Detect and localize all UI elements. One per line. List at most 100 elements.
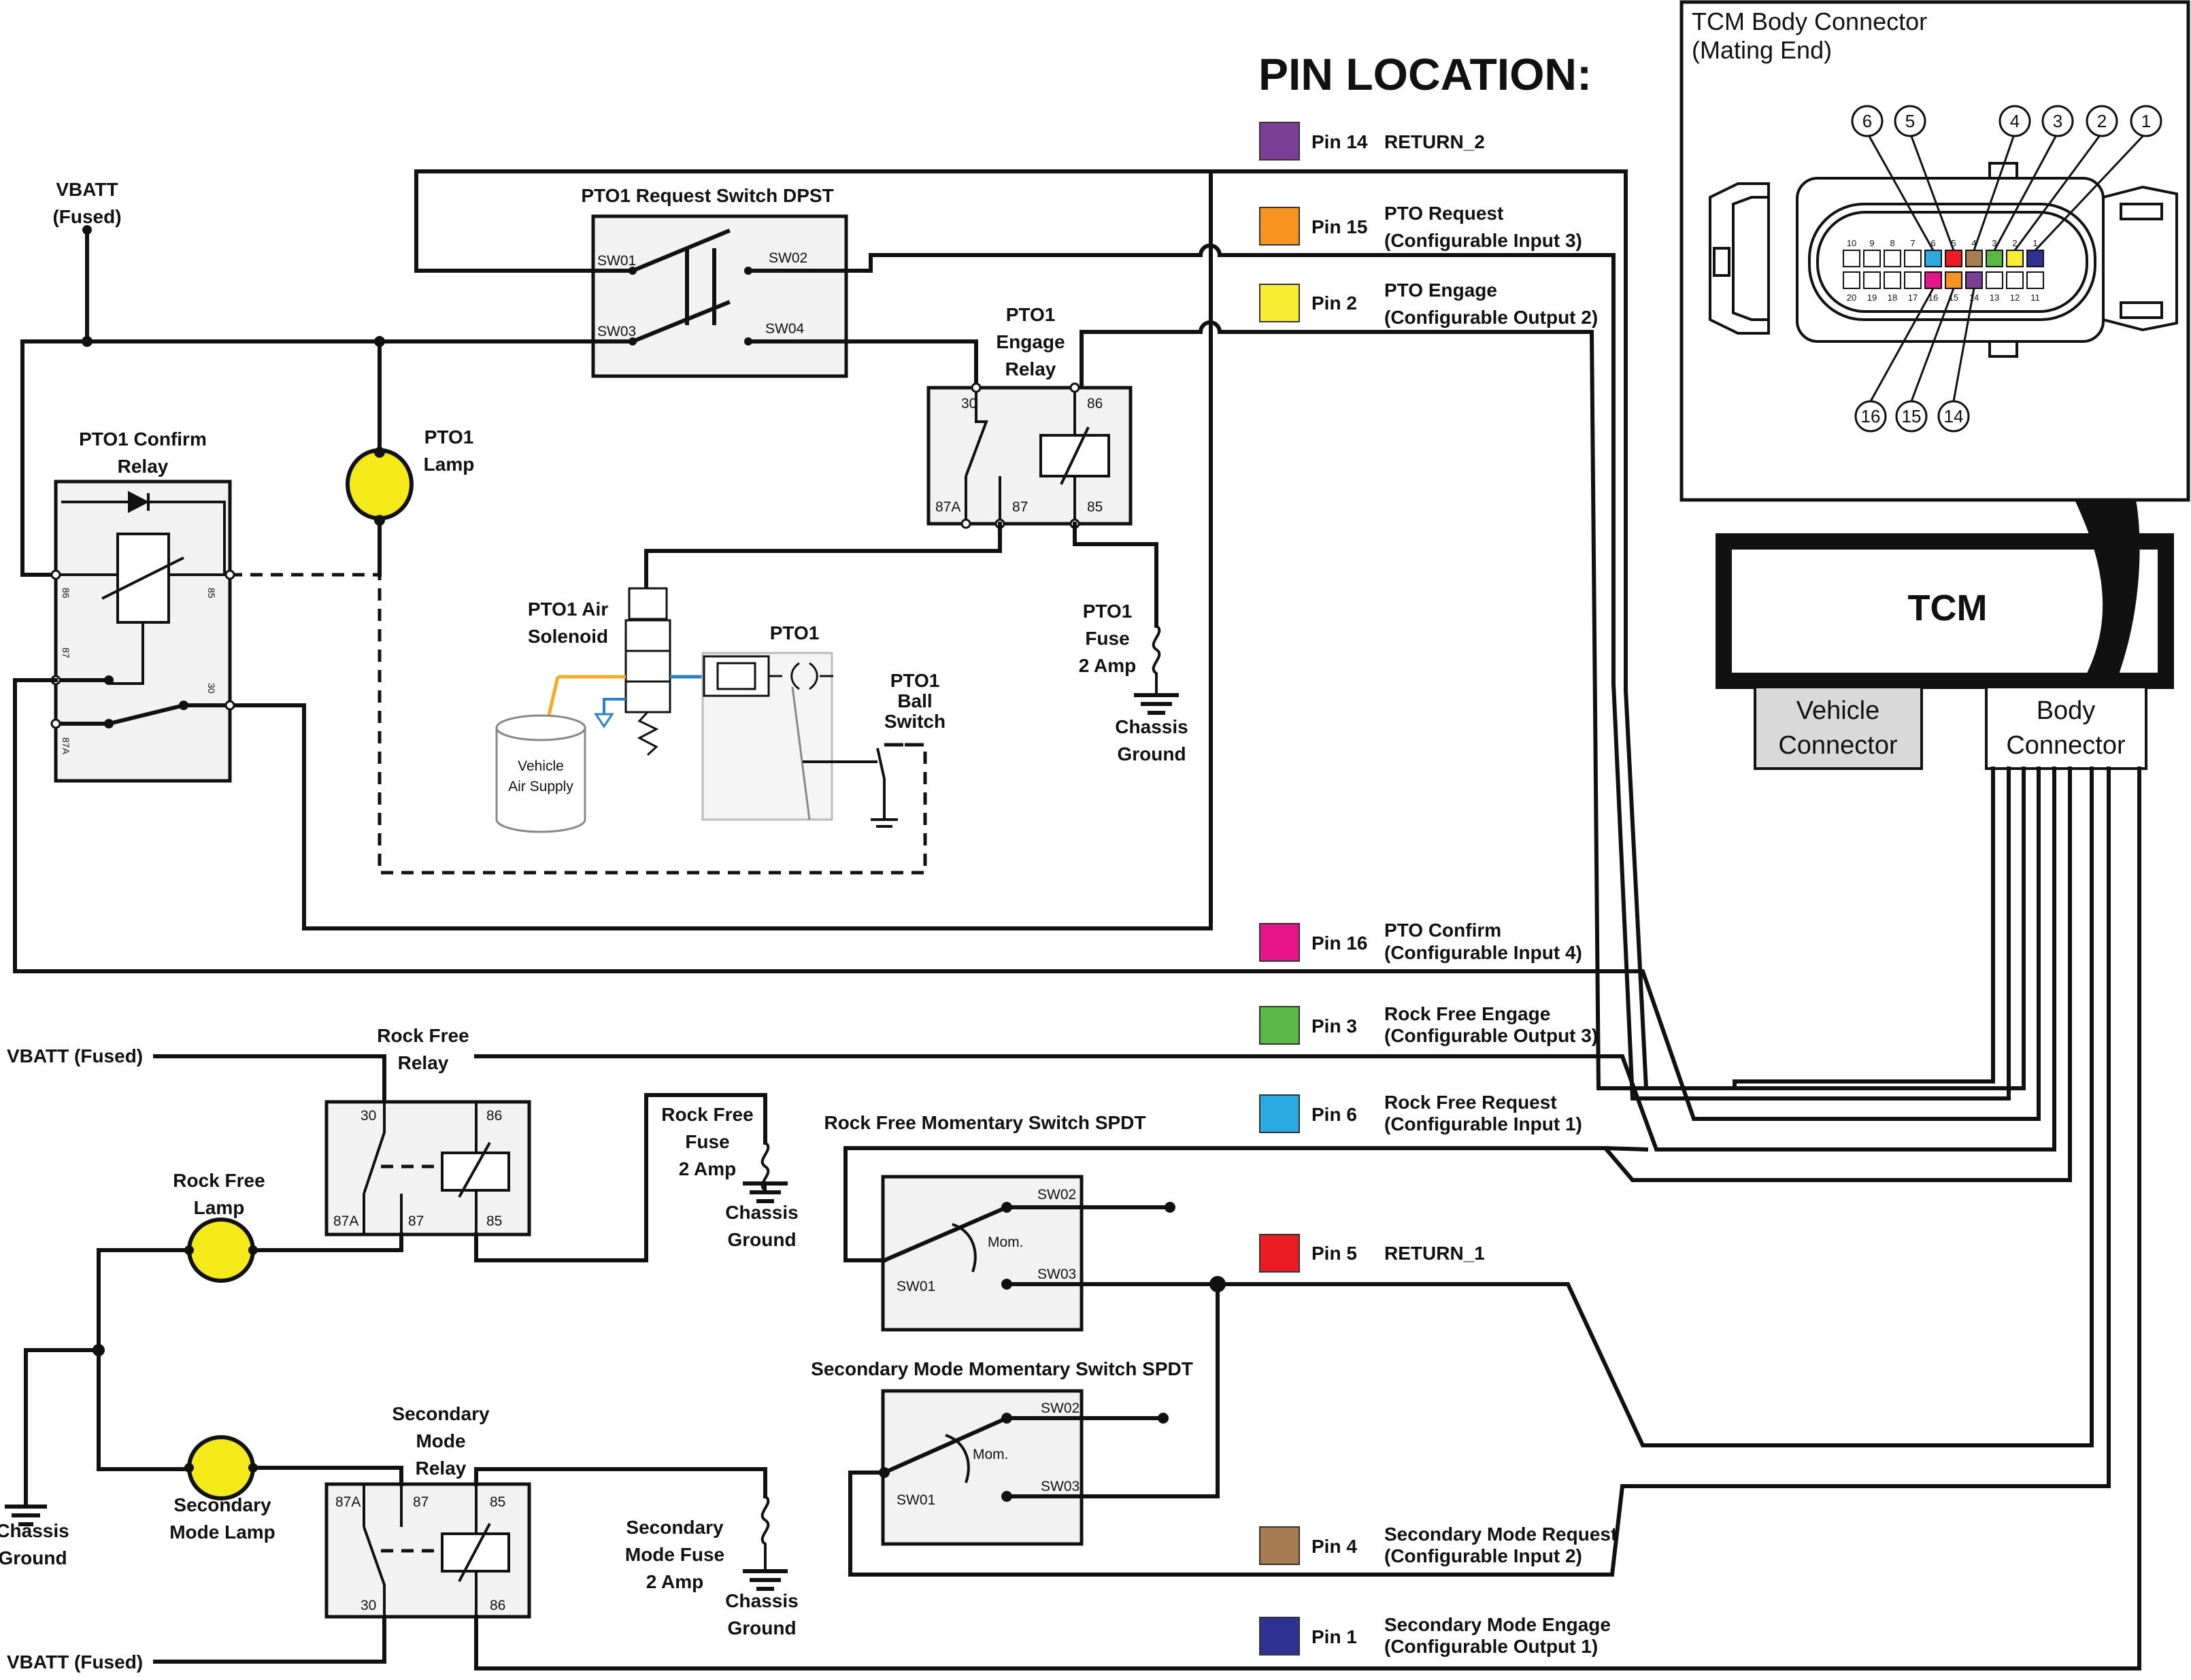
svg-text:Pin 5: Pin 5 <box>1311 1243 1357 1264</box>
svg-text:Secondary Mode Engage: Secondary Mode Engage <box>1384 1614 1611 1635</box>
svg-text:Rock Free: Rock Free <box>661 1104 753 1125</box>
svg-text:87A: 87A <box>333 1213 358 1229</box>
pto-section: VBATT (Fused) PTO1 Request Switch DPST S… <box>13 169 2017 1121</box>
svg-text:PTO1 Confirm: PTO1 Confirm <box>79 429 207 450</box>
svg-text:Pin 1: Pin 1 <box>1311 1626 1357 1647</box>
svg-text:16: 16 <box>1928 292 1938 303</box>
svg-text:Connector: Connector <box>1778 731 1898 760</box>
svg-text:Pin 3: Pin 3 <box>1311 1015 1357 1037</box>
svg-text:87A: 87A <box>935 499 960 515</box>
svg-text:Mode Fuse: Mode Fuse <box>625 1544 724 1565</box>
pto-request-switch[interactable] <box>591 214 848 378</box>
svg-text:85: 85 <box>490 1494 505 1510</box>
svg-text:SW02: SW02 <box>1037 1187 1076 1203</box>
svg-text:SW02: SW02 <box>1041 1400 1080 1416</box>
svg-text:Chassis: Chassis <box>725 1202 798 1223</box>
rock-free-switch[interactable] <box>881 1175 1084 1332</box>
pin-1-swatch <box>1259 1617 1300 1656</box>
svg-text:2 Amp: 2 Amp <box>646 1571 704 1592</box>
pin-14: Pin 14 RETURN_2 <box>1259 122 1485 161</box>
svg-text:Switch: Switch <box>884 711 946 732</box>
svg-text:PTO1: PTO1 <box>890 670 940 691</box>
svg-text:1: 1 <box>2033 238 2037 248</box>
svg-text:Rock Free: Rock Free <box>377 1025 469 1046</box>
svg-text:30: 30 <box>361 1108 376 1124</box>
cavity-row-top: 10 9 8 7 6 5 4 3 2 1 <box>1843 238 2044 267</box>
svg-text:Relay: Relay <box>118 456 169 477</box>
svg-text:Air Supply: Air Supply <box>508 779 573 794</box>
svg-text:85: 85 <box>1087 499 1103 515</box>
svg-text:Ground: Ground <box>727 1229 796 1250</box>
air-solenoid-icon <box>624 587 671 756</box>
svg-text:RETURN_1: RETURN_1 <box>1384 1243 1485 1264</box>
svg-text:PTO1: PTO1 <box>424 426 474 448</box>
svg-text:Relay: Relay <box>398 1052 449 1073</box>
pto-request-switch-label: PTO1 Request Switch DPST <box>581 185 833 206</box>
pin-16-swatch <box>1259 923 1300 962</box>
svg-text:(Configurable Output 1): (Configurable Output 1) <box>1384 1636 1598 1657</box>
pin-6: Pin 6 Rock Free Request (Configurable In… <box>1259 1092 1582 1135</box>
svg-text:Secondary: Secondary <box>173 1494 271 1515</box>
svg-text:10: 10 <box>1847 238 1856 248</box>
svg-text:13: 13 <box>1990 292 1999 303</box>
tcm-label: TCM <box>1908 588 1988 628</box>
pin-4-swatch <box>1259 1526 1300 1565</box>
tcm-module: TCM Vehicle Connector Body Connector <box>1716 500 2174 770</box>
svg-text:PTO1: PTO1 <box>1006 304 1056 325</box>
svg-text:4: 4 <box>2010 111 2020 131</box>
svg-text:Lamp: Lamp <box>424 454 475 475</box>
svg-text:86: 86 <box>61 588 71 599</box>
svg-text:17: 17 <box>1908 292 1918 303</box>
svg-text:Rock Free Request: Rock Free Request <box>1384 1092 1557 1113</box>
svg-text:SW03: SW03 <box>1037 1266 1076 1282</box>
pin-14-swatch <box>1259 122 1300 161</box>
svg-text:Solenoid: Solenoid <box>528 626 608 647</box>
svg-text:87A: 87A <box>335 1494 361 1510</box>
inset-title-2: (Mating End) <box>1692 36 1832 64</box>
svg-text:Chassis: Chassis <box>1115 716 1188 737</box>
svg-text:1: 1 <box>2141 111 2151 131</box>
svg-text:Ball: Ball <box>897 690 932 711</box>
svg-text:2 Amp: 2 Amp <box>1079 655 1137 676</box>
svg-text:SW02: SW02 <box>769 250 807 266</box>
pin-15-swatch <box>1259 207 1300 246</box>
svg-text:(Configurable Output 3): (Configurable Output 3) <box>1384 1025 1598 1046</box>
pin-6-swatch <box>1259 1094 1300 1133</box>
svg-text:8: 8 <box>1890 238 1894 248</box>
svg-text:20: 20 <box>1847 292 1856 303</box>
svg-text:Mom.: Mom. <box>973 1447 1009 1462</box>
pin-2-swatch <box>1259 284 1300 322</box>
pin-location-title: PIN LOCATION: <box>1258 49 1592 99</box>
svg-text:Fuse: Fuse <box>685 1131 729 1152</box>
pin-3: Pin 3 Rock Free Engage (Configurable Out… <box>1259 1003 1598 1046</box>
secondary-mode-section: Secondary Mode Momentary Switch SPDT SW0… <box>7 767 2141 1673</box>
svg-text:Engage: Engage <box>996 331 1065 352</box>
svg-text:PTO Engage: PTO Engage <box>1384 280 1497 301</box>
svg-text:Body: Body <box>2037 696 2096 725</box>
svg-text:(Configurable Input 4): (Configurable Input 4) <box>1384 942 1582 963</box>
svg-text:Connector: Connector <box>2006 731 2126 760</box>
svg-text:18: 18 <box>1888 292 1897 303</box>
pin-callouts: 6 5 4 3 2 1 16 15 14 <box>1851 105 2162 433</box>
svg-text:Pin 6: Pin 6 <box>1311 1104 1357 1125</box>
svg-text:Secondary: Secondary <box>392 1403 490 1424</box>
pin-2: Pin 2 PTO Engage (Configurable Output 2) <box>1259 280 1598 328</box>
rock-free-vbatt: VBATT (Fused) <box>7 1045 143 1066</box>
svg-text:PTO Confirm: PTO Confirm <box>1384 920 1501 941</box>
svg-text:Rock Free Engage: Rock Free Engage <box>1384 1003 1550 1024</box>
svg-text:3: 3 <box>1992 238 1996 248</box>
svg-text:2 Amp: 2 Amp <box>679 1158 737 1179</box>
svg-text:6: 6 <box>1862 111 1872 131</box>
cavity-row-bottom: 20 19 18 17 16 15 14 13 12 11 <box>1843 271 2044 303</box>
svg-text:86: 86 <box>1087 396 1103 411</box>
svg-text:Mom.: Mom. <box>988 1234 1024 1250</box>
svg-text:(Configurable Input 3): (Configurable Input 3) <box>1384 230 1582 251</box>
secondary-switch-label: Secondary Mode Momentary Switch SPDT <box>811 1358 1193 1379</box>
inset-title-1: TCM Body Connector <box>1692 7 1927 35</box>
svg-text:16: 16 <box>1861 406 1881 426</box>
svg-text:Vehicle: Vehicle <box>518 758 564 774</box>
svg-text:12: 12 <box>2010 292 2020 303</box>
svg-text:Pin 16: Pin 16 <box>1311 933 1367 954</box>
svg-text:86: 86 <box>486 1108 502 1124</box>
